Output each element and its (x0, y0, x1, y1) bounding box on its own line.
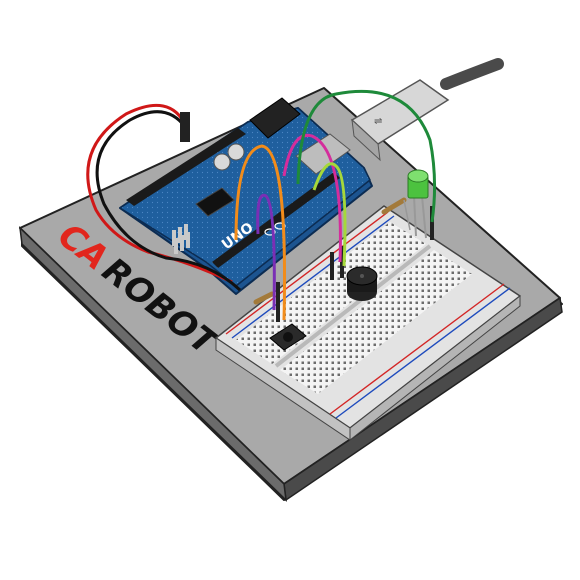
resistor (381, 197, 411, 231)
capacitor (227, 143, 245, 161)
breadboard (215, 205, 521, 442)
header-digital (126, 128, 246, 206)
rail-positive (225, 211, 389, 335)
green-wire (296, 89, 437, 223)
resistor (253, 291, 275, 305)
purple-wire (256, 193, 276, 311)
magenta-wire (282, 133, 342, 263)
black-power-wire (95, 110, 242, 292)
power-jack (249, 97, 301, 139)
capacitor (213, 153, 231, 171)
green-led (407, 169, 429, 239)
icsp-header (172, 224, 190, 254)
usb-cable: ⇌ (350, 58, 504, 162)
arduino-logo-icon (264, 228, 276, 236)
rail-negative (231, 215, 395, 339)
lime-wire (312, 162, 347, 267)
jumper-pins (276, 206, 434, 322)
buzzer (346, 266, 378, 301)
orange-wire (234, 144, 287, 321)
header-analog (212, 172, 340, 268)
breadboard-rows-top (236, 222, 426, 364)
jumper-wires (86, 89, 437, 321)
microcontroller-chip (195, 187, 235, 217)
breadboard-rows-bottom (280, 250, 472, 394)
arduino-uno-board: UNO (119, 97, 373, 295)
power-header-pins (180, 112, 190, 142)
usb-icon: ⇌ (374, 116, 382, 127)
pushbutton (269, 323, 307, 351)
